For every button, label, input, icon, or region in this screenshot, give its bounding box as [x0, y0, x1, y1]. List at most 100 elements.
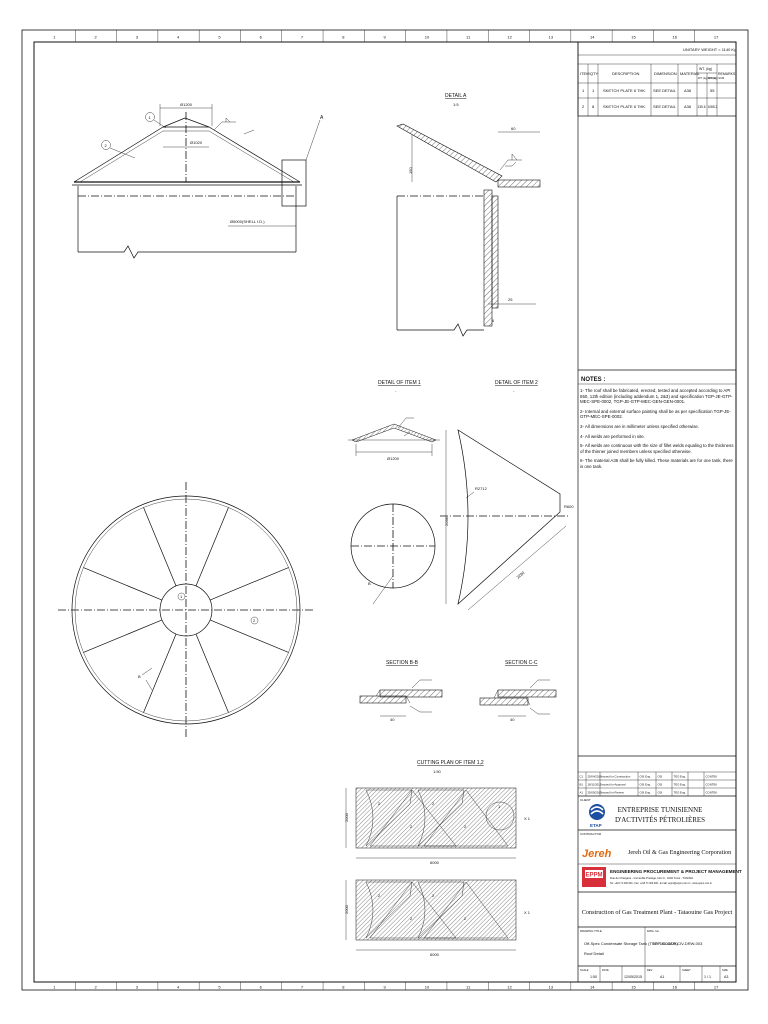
cut-bot-item-2d: 2 — [464, 916, 467, 921]
bom-header-remarks: REMARKS — [718, 72, 736, 76]
bom-header-qty: QTY — [590, 71, 599, 76]
bom-row2-qty: 8 — [592, 104, 595, 109]
detail-a-dim-150: 150 — [408, 167, 413, 174]
date-value: 12/05/2015 — [624, 975, 642, 979]
detail-item-2-radius-small: R600 — [564, 504, 574, 509]
column-label: 12 — [507, 35, 512, 40]
revision-cell-cli: CONTEK — [706, 783, 718, 787]
revision-cell-app: TEO Eng. — [674, 791, 687, 795]
column-label: 2 — [94, 985, 97, 990]
revision-cell-chk: OSI — [658, 791, 663, 795]
bom-header-each: WT. (kg) EACH — [698, 76, 716, 80]
detail-item-2-view: DETAIL OF ITEM 2 - 2098 R2712 R600 2280 — [440, 380, 574, 611]
revision-cell-desc: Issued for Approval — [602, 783, 626, 787]
bom-header-wt: WT. (kg) — [699, 67, 712, 71]
size-label: SIZE — [722, 968, 728, 972]
cut-top-item-1: 1 — [498, 804, 501, 809]
revision-cell-app: TEO Eng. — [674, 775, 687, 779]
roof-plan-view: 1 2 B — [58, 482, 314, 738]
roof-seam-line — [143, 507, 177, 587]
item-1-balloon-text: 1 — [149, 115, 152, 120]
column-label: 1 — [53, 985, 56, 990]
bom-row1-mat: A36 — [684, 88, 692, 93]
eppm-logo-text: EPPM — [586, 873, 603, 879]
column-label: 5 — [218, 985, 221, 990]
bom-row1-sum: 55 — [710, 88, 715, 93]
bom-row1-qty: 1 — [592, 88, 595, 93]
bom-table: UNITARY WEIGHT = 1140 Kg ITEM QTY DESCRI… — [577, 41, 737, 117]
cut-bot-item-2a: 2 — [378, 893, 381, 898]
column-label: 16 — [673, 985, 678, 990]
client-name-line2: D'ACTIVITÉS PÉTROLIÈRES — [615, 816, 705, 824]
column-label: 7 — [301, 985, 304, 990]
unitary-weight: UNITARY WEIGHT = 1140 Kg — [683, 47, 736, 52]
detail-a-dim-6: 6 — [492, 318, 495, 323]
detail-item-2-title: DETAIL OF ITEM 2 — [495, 380, 538, 386]
detail-a-scale: 1:5 — [453, 102, 459, 107]
revision-cell-rev: B1 — [580, 783, 584, 787]
section-bb-title: SECTION B-B — [386, 660, 419, 666]
revision-cell-app: TEO Eng. — [674, 783, 687, 787]
column-label: 15 — [631, 985, 636, 990]
bom-header-description: DESCRIPTION — [612, 71, 639, 76]
detail-item-1-view: DETAIL OF ITEM 1 - Ø1200 B — [348, 380, 440, 605]
revision-cell-by: OSI Eng. — [640, 783, 652, 787]
cut-top-item-2c: 2 — [432, 801, 435, 806]
column-label: 16 — [673, 35, 678, 40]
eppm-logo-icon: EPPM — [582, 867, 606, 887]
column-label: 12 — [507, 985, 512, 990]
roof-seam-line — [195, 633, 229, 713]
etap-logo-text: ETAP — [590, 823, 602, 828]
cut-bot-item-2c: 2 — [432, 893, 435, 898]
roof-seam-line — [143, 633, 177, 713]
shell-id-dim: Ø5000(SHELL I.D.) — [230, 219, 265, 224]
size-value: A3 — [724, 975, 728, 979]
revision-cell-by: OSI Eng. — [640, 791, 652, 795]
column-label: 14 — [590, 985, 595, 990]
cut-bot-item-2b: 2 — [410, 916, 413, 921]
column-label: 2 — [94, 35, 97, 40]
contractor-label: CONTRACTOR — [580, 832, 602, 836]
eppm-address: Rue de Chargane - Immeuble Prestige, blo… — [610, 876, 693, 880]
plan-item-2-label: 2 — [253, 618, 256, 623]
detail-item-1-label-b: B — [368, 581, 371, 586]
detail-a-title: DETAIL A — [445, 93, 467, 99]
column-label: 3 — [136, 35, 139, 40]
notes-block: NOTES : 1- The roof shall be fabricated,… — [578, 369, 736, 469]
section-cc-view: SECTION C-C 40 — [479, 660, 557, 722]
scale-value: 1:50 — [590, 975, 597, 979]
bom-header-material: MATERIAL — [680, 71, 700, 76]
eppm-contact: Tel: +216 71 000 000 - Fax: +216 71 000 … — [610, 882, 713, 885]
date-label: DATE — [602, 968, 609, 972]
contractor-block: CONTRACTOR Jereh Jereh Oil & Gas Enginee… — [578, 832, 742, 893]
revision-cell-desc: Issued for Construction — [602, 775, 631, 779]
item-2-balloon — [101, 140, 111, 150]
cut-top-item-2a: 2 — [378, 801, 381, 806]
cutting-plan-scale: 1:50 — [433, 769, 442, 774]
etap-logo-icon: ETAP — [589, 804, 605, 828]
drawing-title-line1: Off-Spec Condensate Storage Tank (TGP-TK… — [584, 941, 678, 946]
column-label: 9 — [384, 35, 387, 40]
eppm-name: ENGINEERING PROCUREMENT & PROJECT MANAGE… — [610, 869, 742, 874]
section-bb-dim: 40 — [390, 717, 395, 722]
column-label: 11 — [466, 985, 471, 990]
roof-seam-line — [83, 619, 163, 653]
column-label: 17 — [714, 35, 719, 40]
column-label: 9 — [384, 985, 387, 990]
drawing-number-label: DWG. No. — [647, 929, 660, 933]
column-label: 5 — [218, 35, 221, 40]
note-5: 5- All welds are continuous with the siz… — [580, 443, 734, 454]
revision-cell-date: 25/09/2015 — [588, 791, 602, 795]
cutting-sheet-top: 2 2 2 2 1 6000 2000 X 1 — [344, 787, 531, 865]
column-label: 4 — [177, 985, 180, 990]
cutting-width-bottom: 6000 — [430, 952, 440, 957]
column-label: 3 — [136, 985, 139, 990]
inner-frame — [33, 41, 737, 983]
plan-item-1-label: 1 — [180, 594, 183, 599]
column-label: 13 — [549, 35, 554, 40]
revision-cell-rev: C1 — [580, 775, 584, 779]
bom-row2-item: 2 — [582, 104, 585, 109]
bom-row1-desc: SKETCH PLATE 6 THK. — [603, 88, 646, 93]
client-name-line1: ENTREPRISE TUNISIENNE — [618, 806, 703, 814]
